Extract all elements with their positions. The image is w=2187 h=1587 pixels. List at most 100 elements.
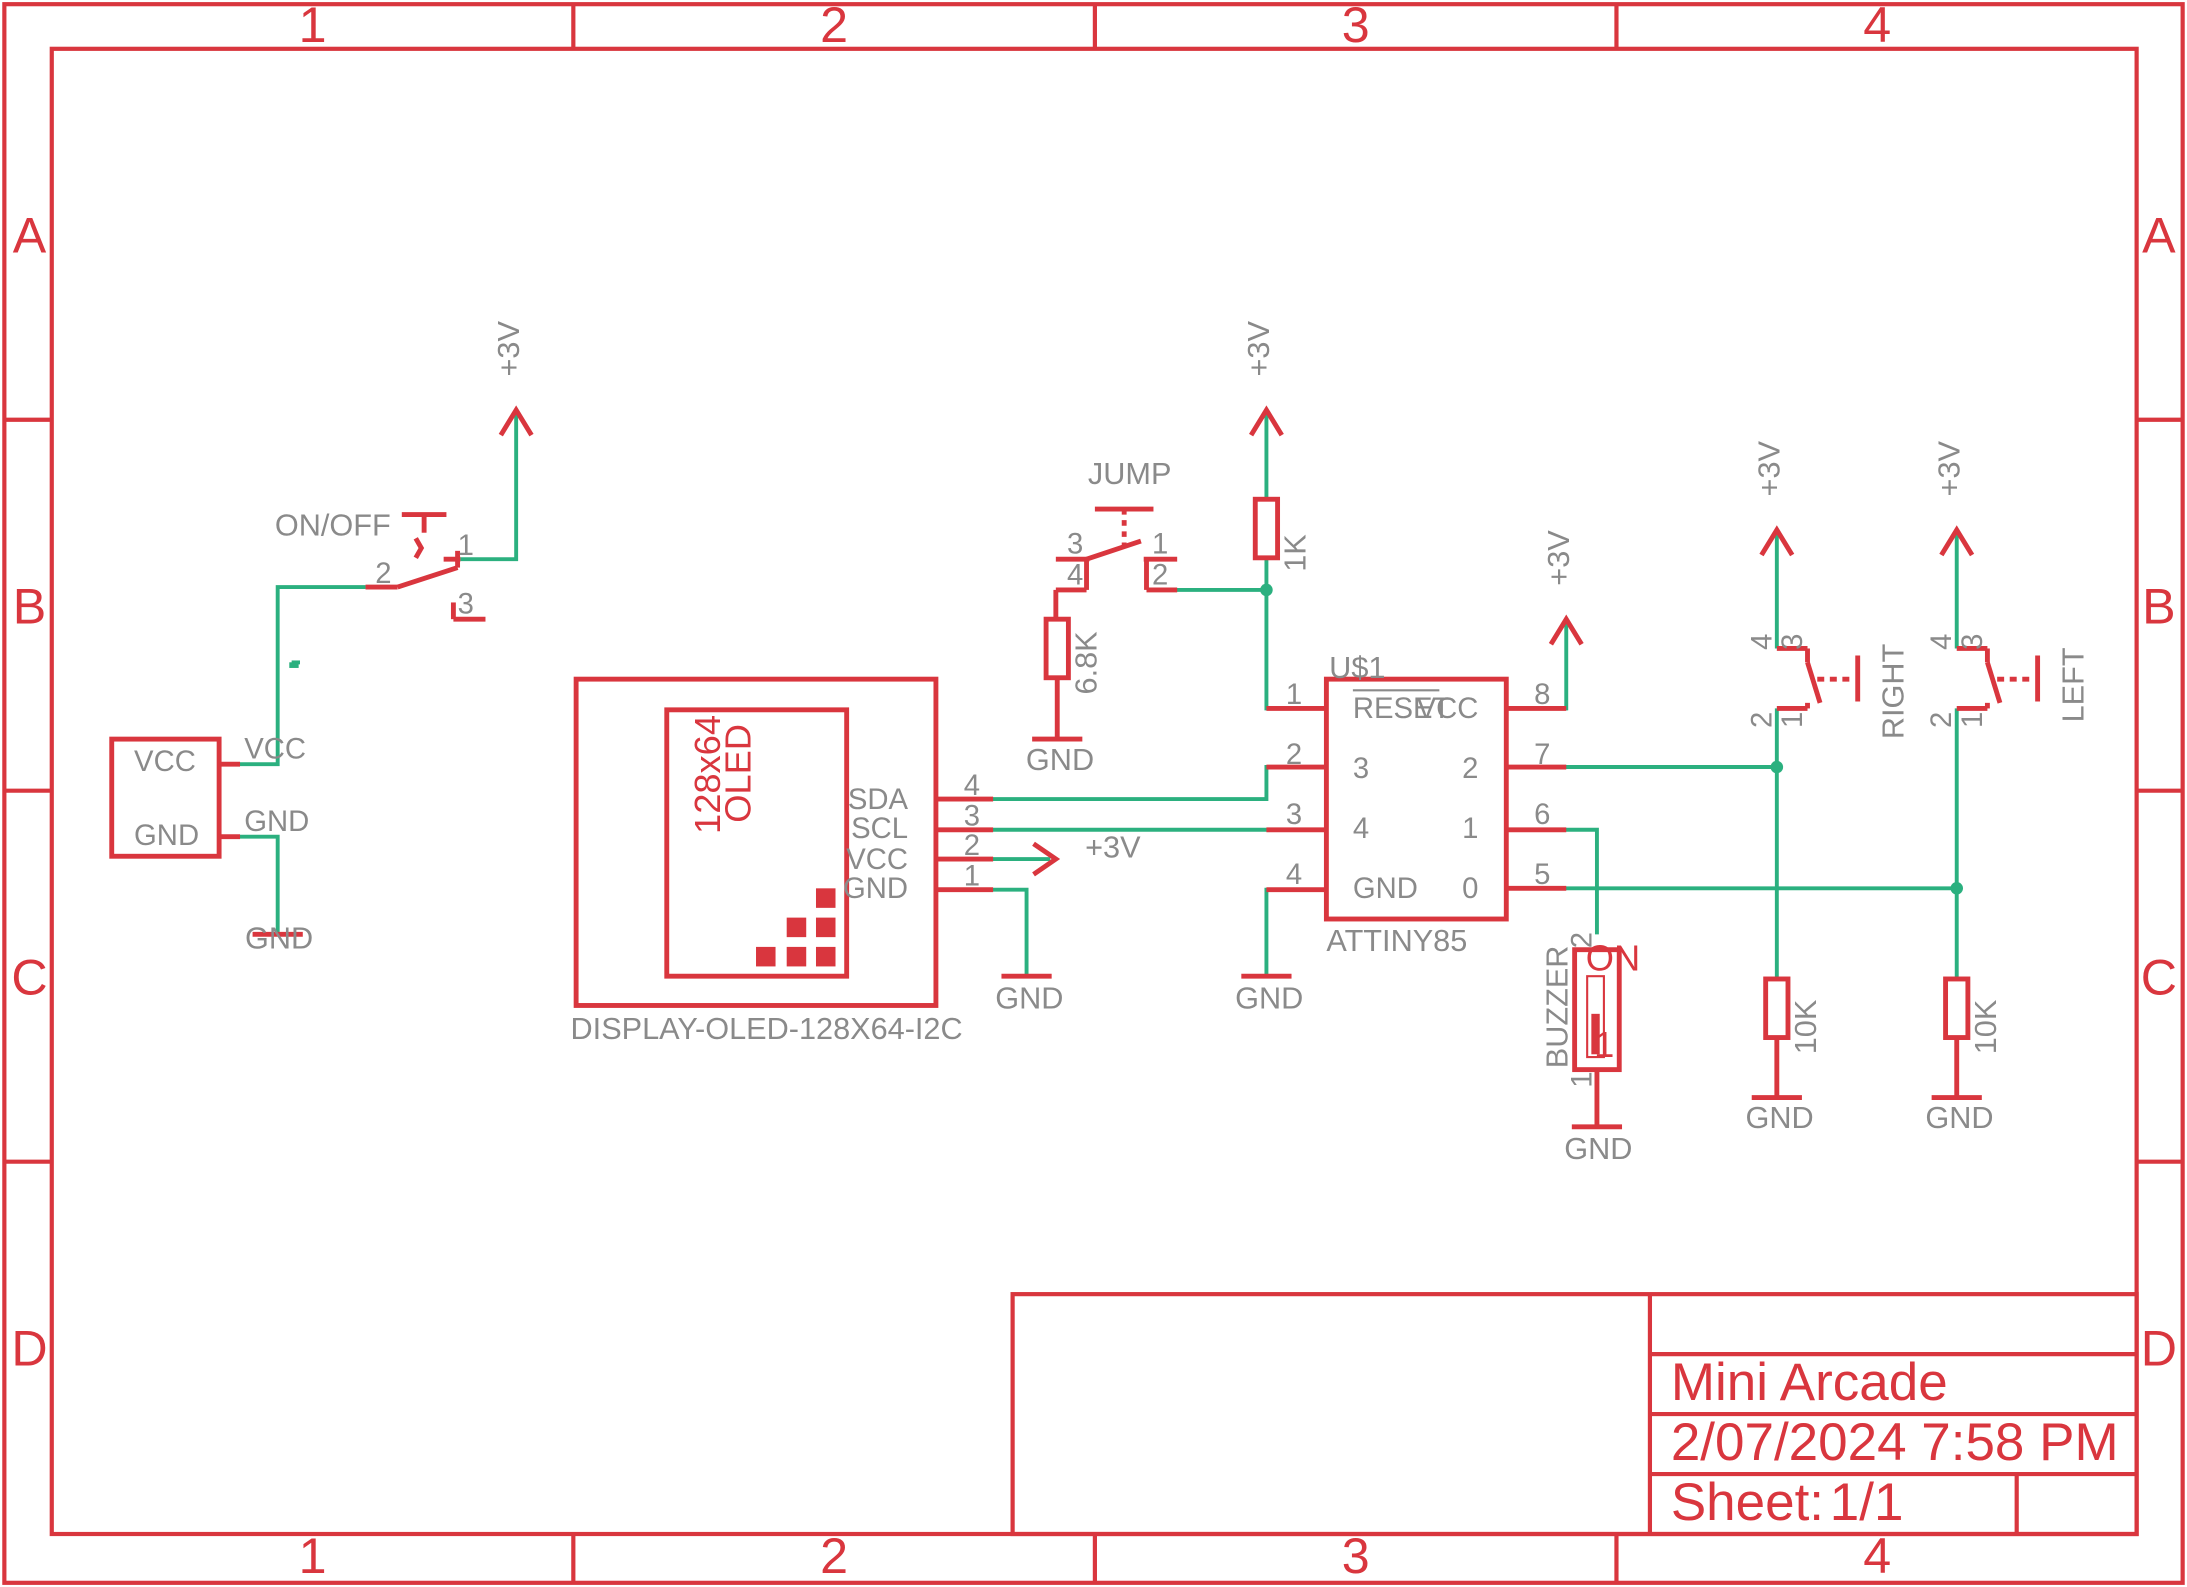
power-symbol-3v: +3V — [1752, 440, 1795, 557]
attiny-pin-label: 0 — [1462, 872, 1478, 905]
col-label: 4 — [1863, 0, 1891, 53]
oled-display: 128x64 OLED SDA SCL VCC GND 4 3 2 1 DISP… — [571, 676, 994, 1046]
svg-text:GND: GND — [1925, 1100, 1993, 1135]
oled-pixel-logo — [756, 888, 836, 967]
pin-number: 3 — [1067, 528, 1083, 561]
svg-text:GND: GND — [995, 980, 1063, 1015]
attiny-pin-label: GND — [1353, 872, 1418, 905]
svg-text:+3V: +3V — [1541, 530, 1576, 586]
row-label: A — [2142, 207, 2176, 263]
polarity-marker: - — [290, 651, 297, 676]
svg-text:GND: GND — [245, 920, 313, 955]
gnd-symbol: GND — [1026, 736, 1094, 777]
gnd-symbol: GND — [1564, 1124, 1632, 1166]
gnd-symbol: GND — [1746, 1095, 1814, 1135]
col-label: 4 — [1863, 1528, 1891, 1584]
pin-number: 1 — [1152, 528, 1168, 561]
attiny-pin-label: 3 — [1353, 752, 1369, 785]
attiny-pin-label: 2 — [1462, 752, 1478, 785]
col-label: 2 — [820, 0, 848, 53]
pin-number: 2 — [964, 829, 980, 862]
pin-number: 1 — [1956, 712, 1989, 728]
title-block-title: Mini Arcade — [1671, 1353, 1948, 1412]
power-symbol-3v: +3V — [1032, 830, 1141, 877]
buzzer-switch: ON 1 2 1 BUZZER — [1540, 932, 1640, 1127]
oled-pin-label: SDA — [848, 783, 909, 816]
pin-number: 1 — [964, 860, 980, 893]
svg-text:GND: GND — [1026, 742, 1094, 777]
pin-number: 1 — [458, 529, 474, 562]
pin-number: 3 — [964, 800, 980, 833]
attiny-reset-label: RESET — [1353, 692, 1451, 725]
col-label: 2 — [820, 1528, 848, 1584]
svg-text:GND: GND — [1235, 980, 1303, 1015]
buzzer-label: BUZZER — [1540, 946, 1575, 1069]
attiny85-ic: U$1 ATTINY85 RESET 1 2 3 4 3 4 GND 8 7 6… — [1266, 650, 1567, 958]
power-symbol-3v: +3V — [1932, 440, 1975, 557]
resistor-value: 10K — [1788, 999, 1823, 1054]
right-button: 4 3 2 1 RIGHT — [1745, 634, 1910, 740]
net-label-gnd: GND — [244, 805, 309, 838]
pin-number: 4 — [1745, 634, 1778, 650]
battery-pin-vcc: VCC — [134, 745, 196, 778]
attiny-pin-label: 1 — [1462, 812, 1478, 845]
pin-number: 2 — [1745, 712, 1778, 728]
attiny-pin-label: VCC — [1417, 692, 1479, 725]
onoff-switch-label: ON/OFF — [275, 508, 391, 543]
resistor-10k: 10K — [1763, 976, 1823, 1098]
resistor-value: 10K — [1968, 999, 2003, 1054]
gnd-symbol: GND — [1235, 973, 1303, 1015]
row-label: B — [2142, 578, 2175, 634]
oled-part-name: DISPLAY-OLED-128X64-I2C — [571, 1011, 963, 1046]
oled-screen-text: OLED — [717, 724, 758, 823]
gnd-symbol: GND — [1925, 1095, 1994, 1135]
attiny-pin-label: 4 — [1353, 812, 1369, 845]
svg-text:+3V: +3V — [1241, 321, 1276, 377]
resistor-value: 1K — [1277, 534, 1312, 572]
buzzer-on-label: ON — [1586, 938, 1640, 979]
svg-text:+3V: +3V — [1932, 440, 1967, 496]
jump-button-label: JUMP — [1088, 456, 1172, 491]
pin-number: 4 — [1925, 634, 1958, 650]
resistor-10k: 10K — [1943, 976, 2003, 1098]
attiny-name: ATTINY85 — [1326, 923, 1467, 958]
row-label: D — [2141, 1320, 2177, 1376]
pin-number: 1 — [1565, 1071, 1598, 1087]
resistor-value: 6.8K — [1068, 631, 1103, 695]
right-button-label: RIGHT — [1876, 643, 1911, 739]
oled-screen-text: 128x64 — [687, 715, 728, 834]
svg-text:GND: GND — [1746, 1100, 1814, 1135]
title-block-sheet-value: 1/1 — [1830, 1473, 1904, 1532]
oled-pin-label: VCC — [846, 843, 908, 876]
power-symbol-3v: +3V — [1541, 530, 1584, 646]
row-label: A — [13, 207, 47, 263]
col-label: 3 — [1342, 1528, 1370, 1584]
resistor-6k8: 6.8K — [1043, 616, 1103, 740]
gnd-symbol: GND — [995, 973, 1063, 1015]
left-button-label: LEFT — [2056, 647, 2091, 722]
pin-number: 1 — [1776, 712, 1809, 728]
frame-zone-labels: 1 2 3 4 1 2 3 4 A B C D A B C D — [11, 0, 2177, 1584]
net-label-vcc: VCC — [244, 733, 306, 766]
row-label: C — [11, 949, 47, 1005]
jump-button: JUMP 3 1 4 2 — [1053, 456, 1178, 620]
pin-number: 7 — [1534, 738, 1550, 771]
pin-number: 8 — [1534, 678, 1550, 711]
svg-text:+3V: +3V — [491, 321, 526, 377]
gnd-symbol: GND — [245, 920, 313, 955]
power-symbol-3v: +3V — [491, 321, 534, 437]
left-button: 4 3 2 1 LEFT — [1925, 634, 2090, 728]
pin-number: 3 — [458, 588, 474, 621]
svg-text:GND: GND — [1564, 1131, 1632, 1166]
battery-connector: VCC GND VCC GND - — [109, 649, 309, 859]
pin-number: 6 — [1534, 798, 1550, 831]
pin-number: 2 — [1152, 558, 1168, 591]
row-label: C — [2141, 949, 2177, 1005]
net-wires — [220, 411, 1959, 979]
resistor-1k: 1K — [1252, 496, 1312, 572]
pin-number: 1 — [1286, 678, 1302, 711]
buzzer-inner-label: 1 — [1594, 1024, 1614, 1065]
power-symbol-3v: +3V — [1241, 321, 1284, 437]
onoff-switch: ON/OFF 1 2 3 — [275, 508, 486, 622]
pin-number: 3 — [1776, 634, 1809, 650]
